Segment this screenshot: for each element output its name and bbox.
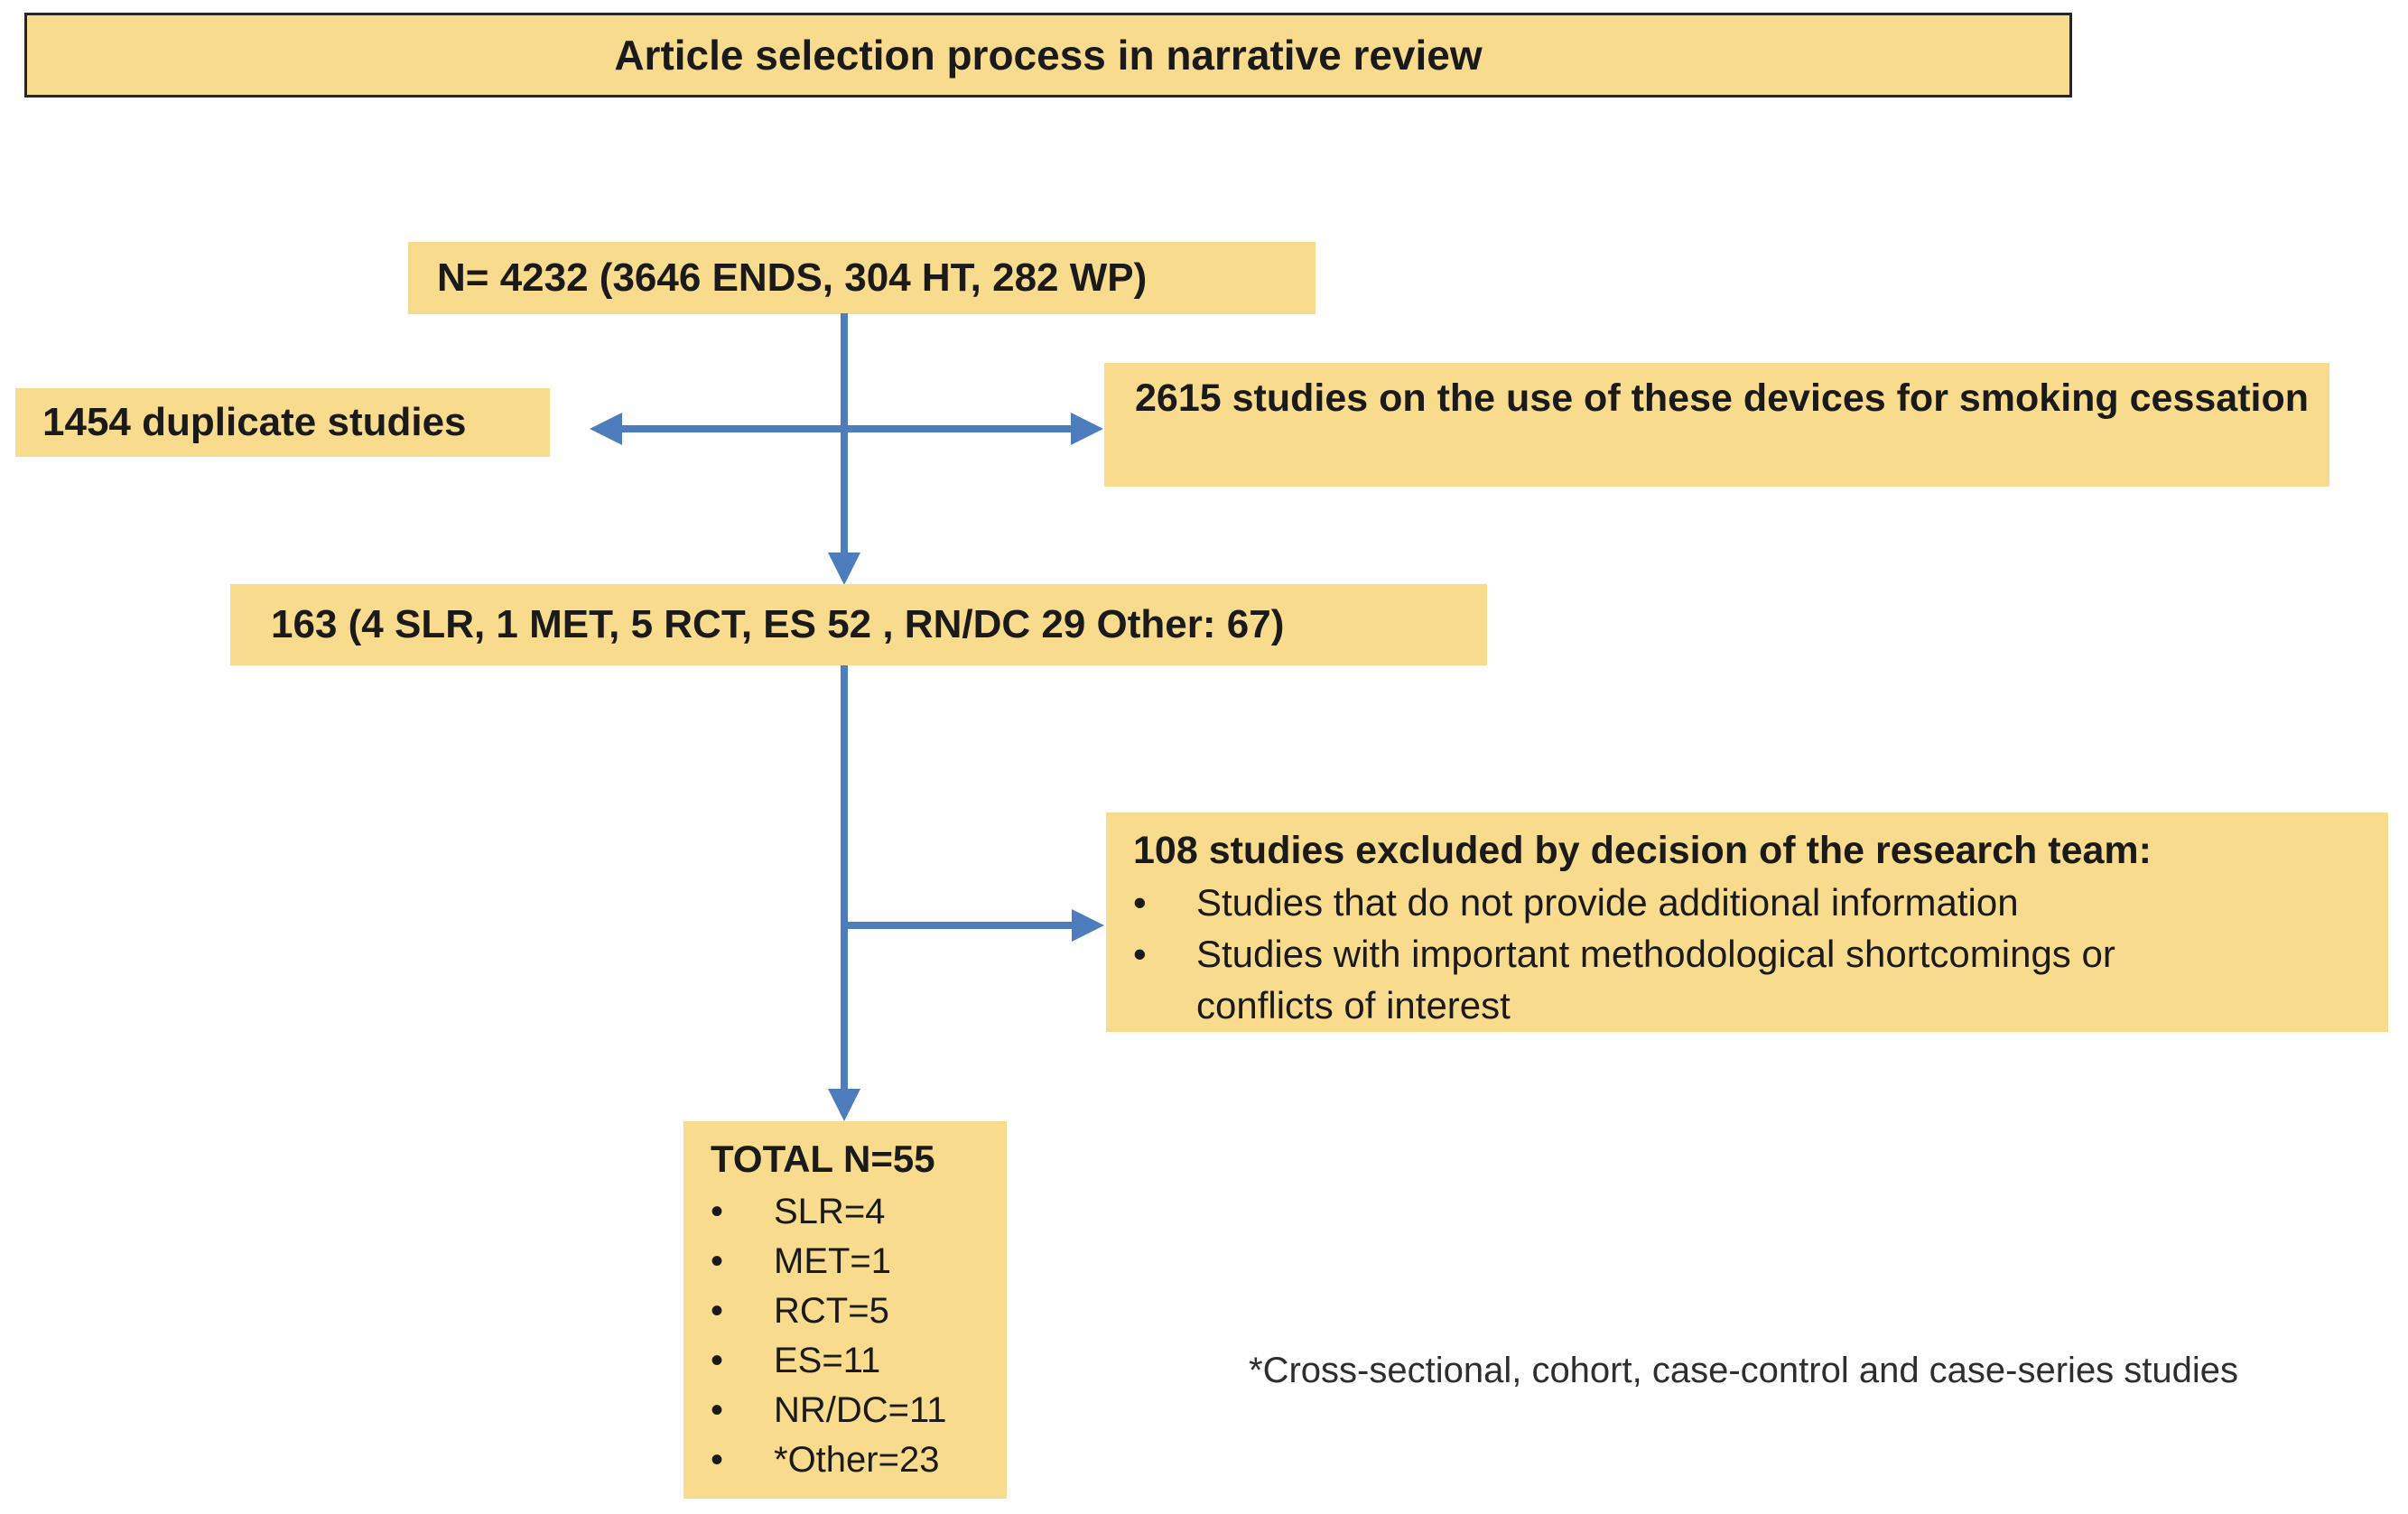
node-excluded-studies: 108 studies excluded by decision of the … [1106, 813, 2388, 1032]
node-screened-studies: 163 (4 SLR, 1 MET, 5 RCT, ES 52 , RN/DC … [230, 584, 1487, 665]
total-item-es: ES=11 [774, 1341, 881, 1380]
excluded-bullet-2: Studies with important methodological sh… [1196, 933, 2115, 1026]
arrow-duplicates-cessation-line [621, 425, 1073, 432]
list-item: *Other=23 [711, 1435, 1007, 1485]
total-item-met: MET=1 [774, 1241, 892, 1281]
bullet-icon [1133, 877, 1196, 928]
list-item: RCT=5 [711, 1286, 1007, 1336]
excluded-bullet-1: Studies that do not provide additional i… [1196, 881, 2019, 924]
node-total: TOTAL N=55 SLR=4 MET=1 RCT=5 ES=11 NR/DC… [683, 1121, 1007, 1499]
node-initial-count: N= 4232 (3646 ENDS, 304 HT, 282 WP) [408, 242, 1316, 314]
arrow-initial-to-screened-head-icon [828, 553, 860, 585]
list-item: ES=11 [711, 1336, 1007, 1386]
bullet-icon [711, 1237, 774, 1286]
footnote-text: *Cross-sectional, cohort, case-control a… [1249, 1351, 2239, 1390]
list-item: Studies with important methodological sh… [1133, 928, 2363, 1031]
node-total-heading: TOTAL N=55 [711, 1138, 935, 1180]
arrow-right-head-icon [1071, 413, 1103, 445]
list-item: Studies that do not provide additional i… [1133, 877, 2363, 928]
list-item: MET=1 [711, 1237, 1007, 1286]
arrow-initial-to-screened-line [841, 313, 848, 554]
node-screened-studies-text: 163 (4 SLR, 1 MET, 5 RCT, ES 52 , RN/DC … [271, 602, 1285, 646]
bullet-icon [711, 1386, 774, 1435]
list-item: NR/DC=11 [711, 1386, 1007, 1435]
node-smoking-cessation-text: 2615 studies on the use of these devices… [1135, 376, 2309, 420]
node-initial-count-text: N= 4232 (3646 ENDS, 304 HT, 282 WP) [437, 255, 1148, 300]
list-item: SLR=4 [711, 1187, 1007, 1237]
bullet-icon [1133, 928, 1196, 980]
bullet-icon [711, 1187, 774, 1237]
node-duplicate-studies: 1454 duplicate studies [15, 388, 550, 457]
bullet-icon [711, 1336, 774, 1386]
node-duplicate-studies-text: 1454 duplicate studies [42, 400, 467, 444]
arrow-branch-to-excluded-line [844, 922, 1072, 929]
total-item-nrdc: NR/DC=11 [774, 1390, 947, 1430]
bullet-icon [711, 1286, 774, 1336]
node-excluded-heading: 108 studies excluded by decision of the … [1133, 829, 2152, 872]
total-item-slr: SLR=4 [774, 1192, 886, 1231]
total-item-rct: RCT=5 [774, 1291, 889, 1331]
diagram-title-bar: Article selection process in narrative r… [24, 13, 2072, 98]
diagram-title-text: Article selection process in narrative r… [614, 32, 1483, 79]
arrow-screened-to-total-head-icon [828, 1089, 860, 1121]
arrow-left-head-icon [590, 413, 622, 445]
node-smoking-cessation-studies: 2615 studies on the use of these devices… [1104, 363, 2329, 487]
total-item-other: *Other=23 [774, 1440, 940, 1480]
arrow-branch-to-excluded-head-icon [1072, 909, 1104, 942]
bullet-icon [711, 1435, 774, 1485]
arrow-screened-to-total-line [841, 665, 848, 1090]
